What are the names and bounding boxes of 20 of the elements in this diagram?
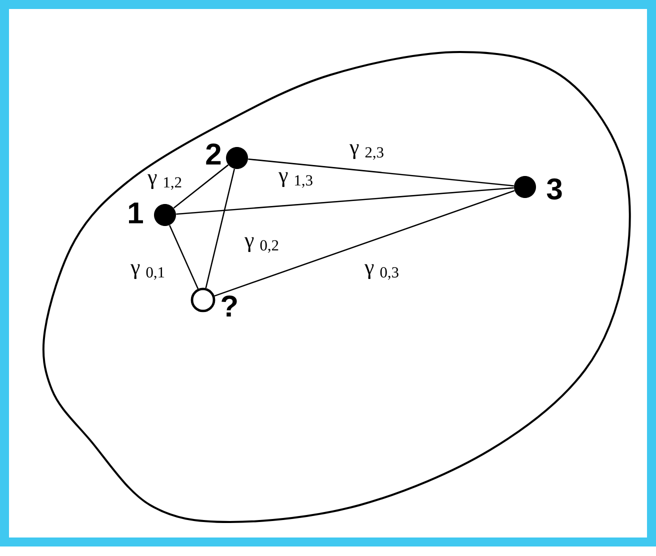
- point-number: 1: [129, 202, 143, 224]
- connecting-line: [205, 168, 236, 288]
- point-number: 2: [206, 144, 221, 164]
- point-number: ?: [222, 296, 237, 316]
- connecting-line: [168, 224, 199, 290]
- point-marker: [226, 146, 248, 169]
- connecting-line: [214, 190, 515, 297]
- edge-label: γ $_{2,3}$: [348, 143, 386, 161]
- point-marker: [514, 176, 536, 198]
- edge-label: γ $_{1,2}$: [146, 173, 184, 191]
- connecting-line: [176, 187, 514, 215]
- point-marker: [190, 288, 216, 312]
- edge-label: γ $_{1,3}$: [278, 171, 314, 189]
- point-number: 3: [546, 178, 562, 200]
- edge-label: γ $_{0,3}$: [364, 263, 400, 281]
- connecting-line: [248, 158, 514, 187]
- point-marker: [154, 204, 176, 226]
- edge-label: γ $_{0,2}$: [244, 236, 280, 254]
- edge-label: γ $_{0,1}$: [130, 263, 166, 281]
- connecting-line: [173, 164, 229, 209]
